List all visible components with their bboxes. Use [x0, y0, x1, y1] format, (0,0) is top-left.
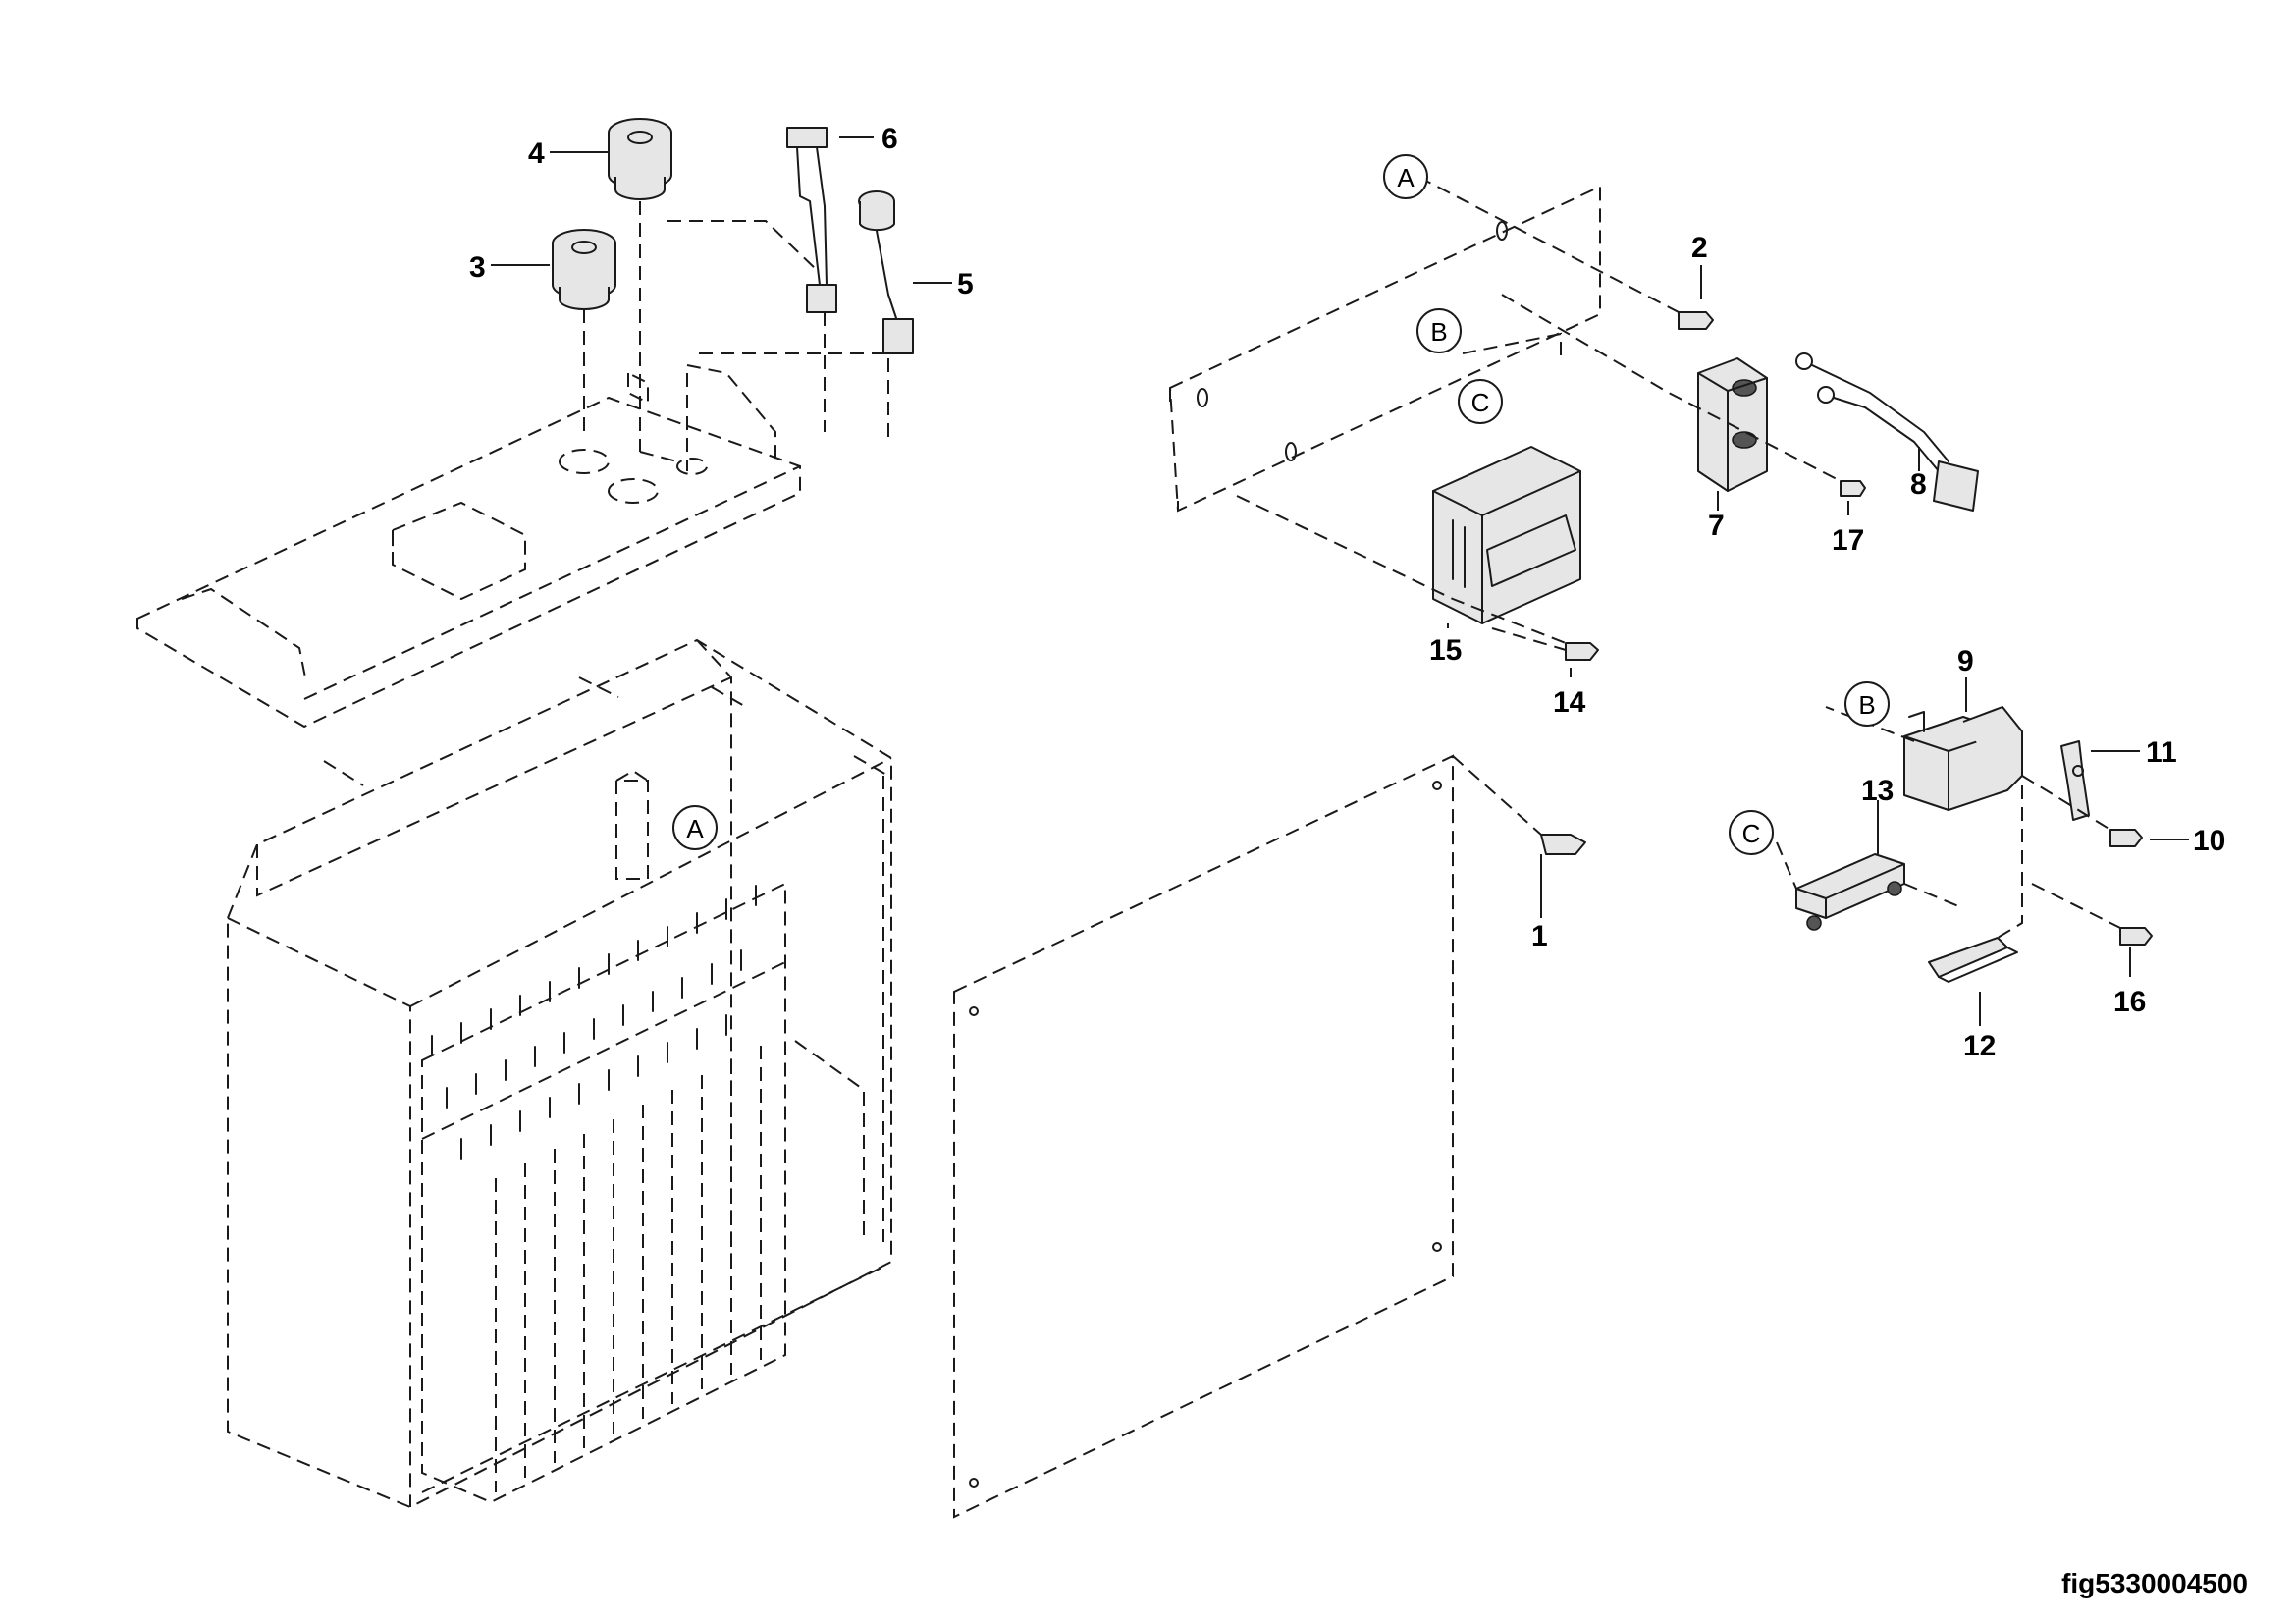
svg-text:B: B — [1430, 317, 1447, 347]
terminal-block-13 — [1795, 853, 1905, 931]
relay-9 — [1903, 706, 2023, 811]
svg-text:C: C — [1742, 819, 1761, 848]
svg-text:C: C — [1471, 388, 1490, 417]
callout-5: 5 — [957, 268, 974, 300]
ref-a-box: A — [672, 805, 718, 850]
leader-lines — [491, 136, 2189, 1026]
callout-8: 8 — [1910, 468, 1927, 501]
callouts: 1 2 3 4 5 6 7 8 9 10 11 12 13 14 15 16 1… — [469, 123, 2225, 1062]
callout-1: 1 — [1531, 920, 1548, 952]
socket-3 — [552, 229, 616, 310]
figure-id: fig5330004500 — [2061, 1568, 2248, 1598]
callout-2: 2 — [1691, 232, 1708, 264]
callout-10: 10 — [2193, 825, 2225, 857]
callout-4: 4 — [528, 137, 545, 170]
callout-16: 16 — [2113, 986, 2146, 1018]
ref-b-relay: B — [1844, 681, 1890, 727]
ref-c-terminal: C — [1729, 810, 1774, 855]
battery-cells — [421, 882, 786, 1504]
callout-15: 15 — [1429, 634, 1462, 667]
callout-11: 11 — [2146, 736, 2177, 769]
socket-4 — [608, 118, 672, 200]
callout-3: 3 — [469, 251, 486, 284]
bolt-2 — [1678, 311, 1714, 330]
callout-13: 13 — [1861, 775, 1894, 807]
cover-plate — [953, 754, 1454, 1519]
battery-box — [227, 638, 892, 1509]
top-cover — [136, 364, 801, 729]
callout-7: 7 — [1708, 510, 1725, 542]
harness-8 — [1795, 352, 1979, 512]
reference-markers: A B C A B C — [672, 154, 1890, 855]
ref-a-panel: A — [1383, 154, 1428, 199]
bracket-11 — [2060, 740, 2090, 821]
screw-16 — [2119, 927, 2153, 946]
harness-6 — [786, 127, 837, 313]
svg-text:A: A — [686, 814, 704, 843]
svg-text:A: A — [1397, 163, 1415, 192]
callout-17: 17 — [1832, 524, 1864, 557]
fasteners — [1540, 311, 2153, 946]
ref-c-panel: C — [1458, 379, 1503, 424]
callout-14: 14 — [1553, 686, 1586, 719]
mounting-panel — [1168, 185, 1601, 513]
bracket-12 — [1928, 937, 2018, 983]
callout-9: 9 — [1957, 645, 1974, 677]
controller-15 — [1432, 446, 1581, 624]
assembly-guides-right — [1236, 176, 2121, 939]
screw-10 — [2109, 829, 2143, 847]
svg-text:B: B — [1858, 690, 1875, 720]
ref-b-panel: B — [1416, 308, 1462, 353]
screw-17 — [1840, 480, 1866, 497]
callout-6: 6 — [881, 123, 898, 155]
assembly-guides-left — [583, 201, 889, 471]
screw-1 — [1540, 834, 1586, 855]
harness-5 — [858, 190, 914, 354]
screw-14 — [1565, 642, 1599, 661]
callout-12: 12 — [1963, 1030, 1996, 1062]
